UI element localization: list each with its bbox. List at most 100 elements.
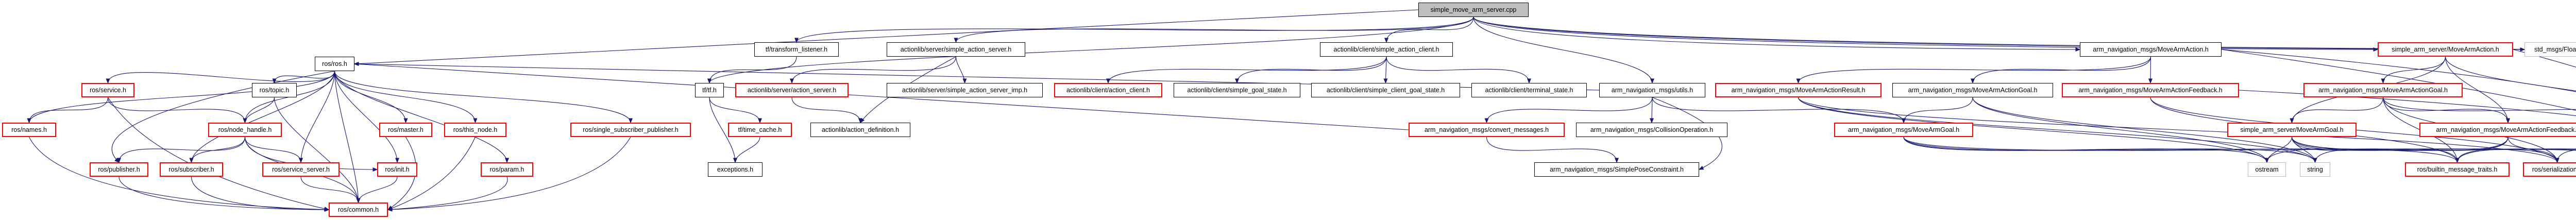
graph-node-ros-single-subscriber-publisher-h-8[interactable]: ros/single_subscriber_publisher.h [570,123,691,137]
edge-0-to-23 [1384,16,1474,43]
graph-node-actionlib-client-simple-goal-state-h-25[interactable]: actionlib/client/simple_goal_state.h [1174,83,1300,97]
graph-node-ros-topic-h-3[interactable]: ros/topic.h [252,83,297,97]
graph-node-actionlib-client-terminal-state-h-27[interactable]: actionlib/client/terminal_state.h [1471,83,1587,97]
edge-28-to-35 [1652,97,1906,124]
graph-node-simple-arm-server-movearmaction-h-37[interactable]: simple_arm_server/MoveArmAction.h [2378,42,2513,57]
edge-9-to-14 [118,176,330,212]
graph-node-ros-common-h-14[interactable]: ros/common.h [329,202,388,217]
edge-1-to-11 [299,71,335,163]
graph-node-ros-serialization-h-47[interactable]: ros/serialization.h [2523,162,2576,177]
edge-0-to-37 [1473,16,2379,52]
edge-0-to-42 [1473,16,2526,52]
graph-node-arm-navigation-msgs-movearmactionfeedback-h-34[interactable]: arm_navigation_msgs/MoveArmActionFeedbac… [2062,83,2239,97]
edge-23-to-25 [1235,56,1387,84]
graph-node-ros-builtin-message-traits-h-46[interactable]: ros/builtin_message_traits.h [2405,162,2510,177]
graph-node-actionlib-server-action-server-h-17[interactable]: actionlib/server/action_server.h [735,83,849,97]
graph-node-arm-navigation-msgs-utils-h-28[interactable]: arm_navigation_msgs/utils.h [1599,83,1705,97]
edge-39-to-49 [2291,137,2576,151]
edge-35-to-44 [1903,137,2269,163]
edge-20-to-22 [733,137,760,163]
edge-18-to-19 [955,56,967,84]
edge-23-to-27 [1386,56,1531,84]
edge-28-to-29 [1484,97,1653,124]
edge-33-to-35 [1902,97,1973,124]
edge-16-to-20 [709,97,762,124]
edge-1-to-9 [111,71,335,163]
edge-37-to-49 [2513,49,2576,67]
edge-11-to-14 [300,176,361,204]
graph-node-ros-service-h-2[interactable]: ros/service.h [81,83,134,97]
edge-40-to-45 [2313,137,2509,163]
edge-35-to-45 [1903,137,2317,163]
edge-10-to-14 [191,176,330,212]
graph-node-actionlib-client-simple-action-client-h-23[interactable]: actionlib/client/simple_action_client.h [1320,42,1453,57]
graph-node-tf-tf-h-16[interactable]: tf/tf.h [695,83,724,97]
edge-12-to-14 [356,176,398,204]
edge-2-to-14 [108,97,330,211]
edge-36-to-49 [2221,49,2576,92]
graph-node-ros-service-server-h-11[interactable]: ros/service_server.h [262,162,340,177]
edge-5-to-10 [189,137,246,163]
graph-node-arm-navigation-msgs-movearmactionresult-h-32[interactable]: arm_navigation_msgs/MoveArmActionResult.… [1715,83,1882,97]
edge-15-to-16 [707,56,797,84]
graph-node-simple-move-arm-server-cpp-0: simple_move_arm_server.cpp [1418,3,1529,17]
graph-node-simple-arm-server-movearmgoal-h-39[interactable]: simple_arm_server/MoveArmGoal.h [2227,123,2357,137]
edge-38-to-41 [2382,97,2576,111]
edge-23-to-26 [1383,56,1388,84]
edge-36-to-48 [2221,49,2576,111]
edge-0-to-28 [1473,16,1654,84]
graph-node-actionlib-server-simple-action-server-imp-h-19[interactable]: actionlib/server/simple_action_server_im… [887,83,1043,97]
edge-38-to-40 [2382,97,2510,124]
graph-node-ros-subscriber-h-10[interactable]: ros/subscriber.h [160,162,223,177]
graph-node-arm-navigation-msgs-movearmgoal-h-35[interactable]: arm_navigation_msgs/MoveArmGoal.h [1834,123,1973,137]
edge-5-to-11 [244,137,303,163]
graph-node-actionlib-client-simple-client-goal-state-h-26[interactable]: actionlib/client/simple_client_goal_stat… [1311,83,1460,97]
graph-node-arm-navigation-msgs-convert-messages-h-29[interactable]: arm_navigation_msgs/convert_messages.h [1409,123,1565,137]
graph-node-ros-master-h-6[interactable]: ros/master.h [379,123,432,137]
graph-node-arm-navigation-msgs-movearmactiongoal-h-33[interactable]: arm_navigation_msgs/MoveArmActionGoal.h [1892,83,2053,97]
edge-1-to-7 [334,71,478,124]
edge-18-to-17 [790,56,957,84]
graph-node-actionlib-client-action-client-h-24[interactable]: actionlib/client/action_client.h [1054,83,1162,97]
edge-1-to-13 [334,71,509,163]
graph-node-arm-navigation-msgs-collisionoperation-h-30[interactable]: arm_navigation_msgs/CollisionOperation.h [1576,123,1727,137]
edge-36-to-32 [1796,56,2151,84]
edge-37-to-41 [2445,56,2576,92]
graph-node-ros-this-node-h-7[interactable]: ros/this_node.h [444,123,506,137]
edge-1-to-3 [272,71,335,84]
edge-39-to-47 [2291,137,2560,163]
edge-29-to-31 [1486,137,1619,163]
edge-39-to-48 [2291,137,2576,151]
edge-35-to-46 [1903,137,2460,163]
graph-node-exceptions-h-22[interactable]: exceptions.h [708,162,762,177]
graph-node-ros-ros-h-1[interactable]: ros/ros.h [315,57,354,71]
graph-node-ros-param-h-13[interactable]: ros/param.h [481,162,533,177]
edge-13-to-14 [387,176,508,212]
edge-40-to-44 [2265,137,2509,163]
graph-node-arm-navigation-msgs-simpleposeconstraint-h-31[interactable]: arm_navigation_msgs/SimplePoseConstraint… [1534,162,1699,177]
graph-node-std-msgs-float64-h-42: std_msgs/Float64.h [2524,42,2576,57]
graph-node-ros-node-handle-h-5[interactable]: ros/node_handle.h [208,123,282,137]
graph-node-arm-navigation-msgs-movearmaction-h-36[interactable]: arm_navigation_msgs/MoveArmAction.h [2080,42,2222,57]
edge-23-to-24 [1106,56,1387,84]
edge-1-to-6 [334,71,408,124]
graph-node-ros-names-h-4[interactable]: ros/names.h [2,123,56,137]
graph-node-ros-init-h-12[interactable]: ros/init.h [377,162,417,177]
edge-40-to-46 [2455,137,2509,163]
graph-node-ros-publisher-h-9[interactable]: ros/publisher.h [90,162,148,177]
graph-node-tf-time-cache-h-20[interactable]: tf/time_cache.h [728,123,792,137]
graph-node-tf-transform-listener-h-15[interactable]: tf/transform_listener.h [754,42,839,57]
edge-0-to-15 [794,16,1474,43]
graph-node-arm-navigation-msgs-movearmactionfeedback-h-40[interactable]: arm_navigation_msgs/MoveArmActionFeedbac… [2419,123,2576,137]
graph-node-arm-navigation-msgs-movearmactiongoal-h-38[interactable]: arm_navigation_msgs/MoveArmActionGoal.h [2303,83,2463,97]
edge-0-to-18 [954,16,1474,43]
edge-1-to-12 [334,71,399,163]
edge-2-to-5 [107,97,247,124]
graph-node-actionlib-action-definition-h-21[interactable]: actionlib/action_definition.h [810,123,910,137]
edge-36-to-34 [2148,56,2153,84]
graph-node-actionlib-server-simple-action-server-h-18[interactable]: actionlib/server/simple_action_server.h [887,42,1025,57]
edge-5-to-9 [117,137,246,163]
edge-36-to-33 [1971,56,2151,84]
